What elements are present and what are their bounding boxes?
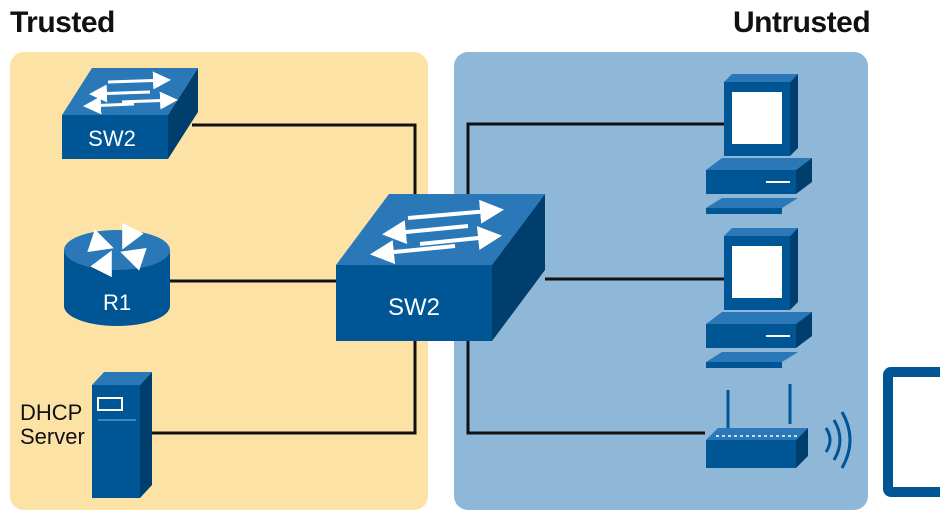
switch-icon[interactable]: SW2 bbox=[62, 68, 198, 159]
server-icon[interactable] bbox=[92, 372, 152, 498]
connection-lines bbox=[152, 122, 725, 435]
router-icon[interactable]: R1 bbox=[64, 222, 170, 326]
link-dhcp-to-center bbox=[152, 340, 417, 435]
wireless-ap-icon[interactable] bbox=[706, 384, 852, 469]
link-sw2-top-to-center bbox=[192, 123, 417, 200]
pc-icon[interactable] bbox=[706, 228, 812, 368]
router-label: R1 bbox=[103, 290, 131, 315]
dhcp-server-label: DHCP Server bbox=[20, 401, 85, 449]
switch-top-label: SW2 bbox=[88, 126, 136, 151]
trusted-zone-label: Trusted bbox=[10, 6, 115, 39]
link-center-to-ap bbox=[466, 340, 705, 435]
tablet-icon[interactable] bbox=[883, 367, 940, 497]
switch-icon[interactable]: SW2 bbox=[336, 194, 545, 341]
switch-center-label: SW2 bbox=[388, 294, 440, 321]
dhcp-server-label-line2: Server bbox=[20, 424, 85, 449]
link-center-to-pc-top bbox=[466, 122, 725, 200]
pc-icon[interactable] bbox=[706, 74, 812, 214]
dhcp-server-label-line1: DHCP bbox=[20, 400, 83, 425]
untrusted-zone-label: Untrusted bbox=[733, 6, 871, 39]
